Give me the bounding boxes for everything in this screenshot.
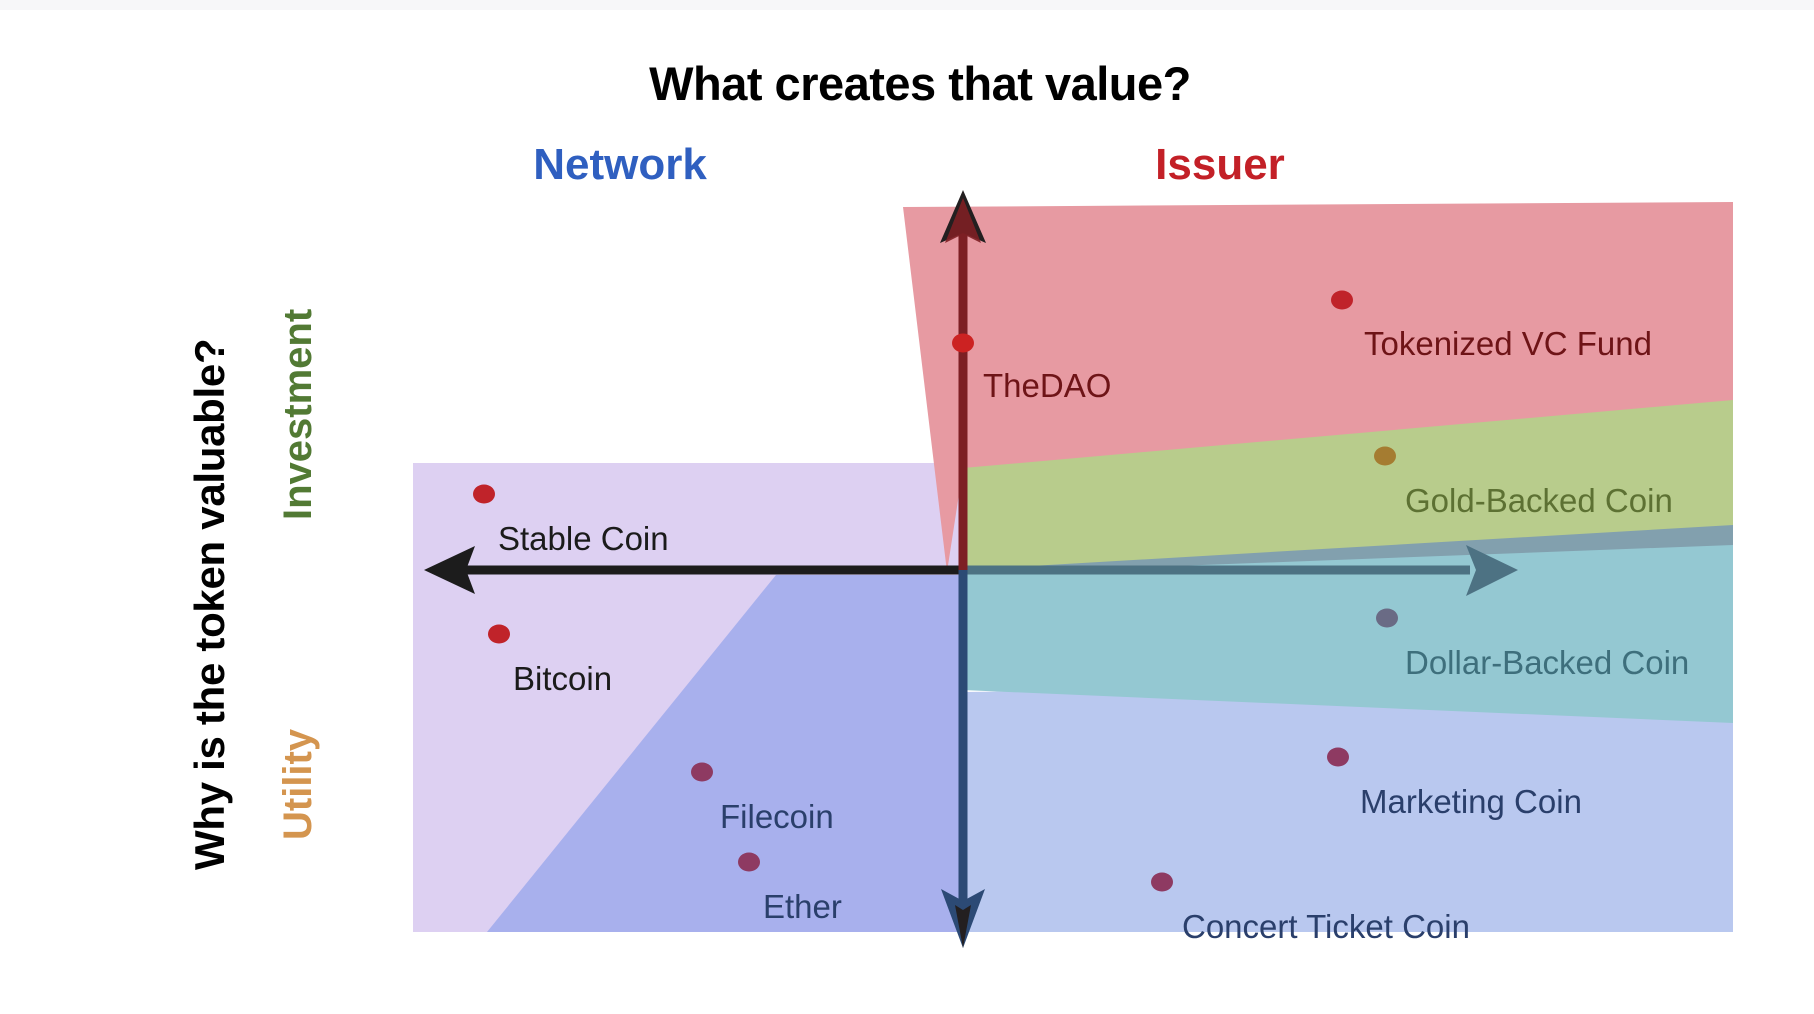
data-point-label: Ether	[763, 888, 842, 925]
data-point-label: Bitcoin	[513, 660, 613, 697]
axis-arrow-right	[963, 545, 1518, 596]
region-utility-issuer	[963, 683, 1733, 932]
data-point-label: Filecoin	[720, 798, 834, 835]
axis-label-utility: Utility	[276, 728, 320, 840]
data-point-label: Gold-Backed Coin	[1405, 482, 1673, 519]
region-investment-issuer-pink	[903, 202, 1733, 572]
data-point-dot	[738, 852, 760, 872]
data-point-label: Stable Coin	[498, 520, 669, 557]
slide-top-strip	[0, 0, 1814, 10]
axis-arrow-down	[941, 570, 985, 948]
data-point-label: Concert Ticket Coin	[1182, 908, 1470, 945]
data-point-dot	[952, 333, 974, 353]
data-point-dot	[1151, 872, 1173, 892]
question-top-label: What creates that value?	[649, 57, 1191, 110]
data-point-dot	[1376, 608, 1398, 628]
data-point-dot	[691, 762, 713, 782]
data-point-label: Marketing Coin	[1360, 783, 1582, 820]
data-point-dot	[1331, 290, 1353, 310]
axis-label-investment: Investment	[276, 308, 320, 520]
data-point-label: Tokenized VC Fund	[1364, 325, 1652, 362]
data-point-label: Dollar-Backed Coin	[1405, 644, 1690, 681]
region-utility-network	[487, 575, 963, 932]
data-point-dot	[1374, 446, 1396, 466]
axis-arrow-left	[424, 546, 963, 594]
data-point-dot	[488, 624, 510, 644]
data-point-dot	[473, 484, 495, 504]
data-point-label: TheDAO	[983, 367, 1112, 404]
data-points	[473, 290, 1398, 892]
region-gold-backed-green	[963, 395, 1733, 570]
axis-label-issuer: Issuer	[1155, 140, 1285, 189]
question-left-label: Why is the token valuable?	[186, 338, 233, 870]
axis-arrow-up	[940, 190, 986, 570]
axis-label-network: Network	[533, 140, 707, 189]
data-point-dot	[1327, 747, 1349, 767]
